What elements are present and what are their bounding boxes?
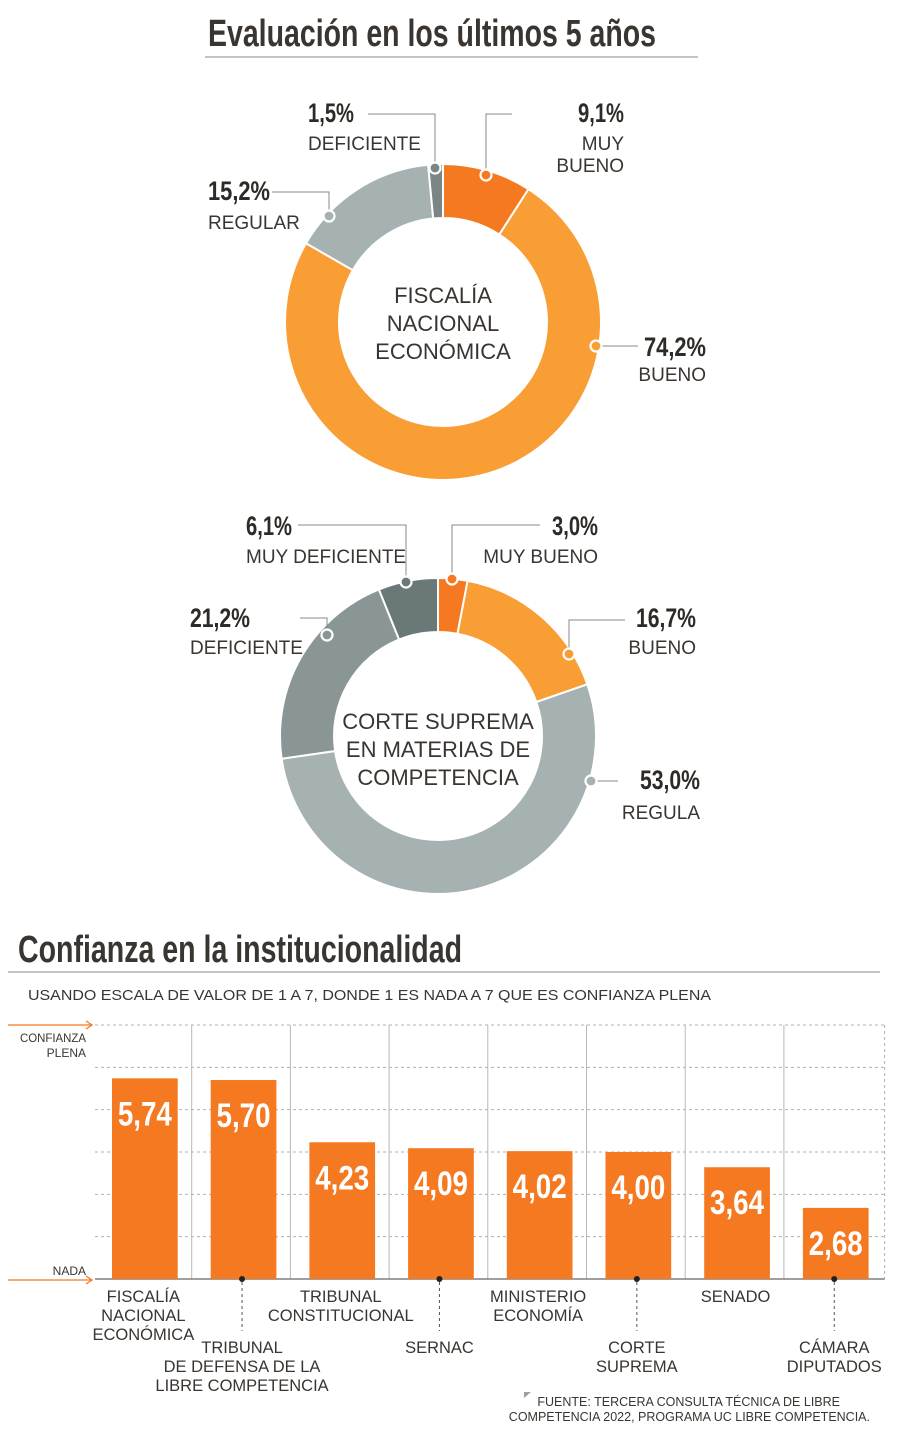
section2-subtitle: USANDO ESCALA DE VALOR DE 1 A 7, DONDE 1… xyxy=(28,987,711,1004)
donut-center-label: FISCALÍA xyxy=(394,283,492,308)
bar-category-label: ECONOMÍA xyxy=(493,1306,583,1325)
section2-title: Confianza en la institucionalidad xyxy=(18,929,462,971)
slice-value-label: 9,1% xyxy=(578,98,624,128)
bar-value-label: 2,68 xyxy=(809,1225,863,1263)
bar-value-label: 5,74 xyxy=(118,1095,172,1133)
slice-category-label: MUY DEFICIENTE xyxy=(246,547,406,568)
bar-category-label: TRIBUNAL xyxy=(201,1339,283,1357)
leader-dot xyxy=(562,647,576,661)
slice-value-label: 16,7% xyxy=(636,603,696,633)
slice-value-label: 6,1% xyxy=(246,511,292,541)
bar xyxy=(408,1148,474,1279)
y-bottom-label: NADA xyxy=(53,1264,86,1278)
leader-dot xyxy=(479,168,493,182)
slice-category-label: MUY xyxy=(582,134,625,155)
source-line-1: FUENTE: TERCERA CONSULTA TÉCNICA DE LIBR… xyxy=(537,1394,840,1409)
slice-value-label: 53,0% xyxy=(640,765,700,795)
bar xyxy=(112,1078,178,1279)
leader-line xyxy=(568,619,625,654)
bar-category-label: LIBRE COMPETENCIA xyxy=(155,1377,328,1395)
bar-category-label: MINISTERIO xyxy=(490,1288,586,1306)
bar-value-label: 4,09 xyxy=(414,1165,468,1203)
bar-category-label: TRIBUNAL xyxy=(300,1288,382,1306)
donut-slice xyxy=(284,187,602,481)
leader-dot xyxy=(445,572,459,586)
slice-category-label: BUENO xyxy=(628,638,696,659)
slice-category-label: DEFICIENTE xyxy=(190,638,303,659)
slice-value-label: 74,2% xyxy=(644,332,706,362)
leader-dot xyxy=(399,575,413,589)
bar-category-label: FISCALÍA xyxy=(107,1287,180,1306)
bar-category-label: SENADO xyxy=(701,1288,771,1306)
slice-value-label: 3,0% xyxy=(552,511,598,541)
slice-category-label: BUENO xyxy=(556,156,624,177)
leader-dot xyxy=(589,339,603,353)
bar-value-label: 4,23 xyxy=(315,1159,369,1197)
y-top-label: CONFIANZA xyxy=(20,1031,86,1045)
donut-center-label: COMPETENCIA xyxy=(357,765,519,790)
bar-category-label: CONSTITUCIONAL xyxy=(268,1307,414,1325)
section1-title: Evaluación en los últimos 5 años xyxy=(208,13,656,55)
bar-category-label: SUPREMA xyxy=(596,1358,678,1376)
bar-category-label: NACIONAL xyxy=(101,1307,185,1325)
donut-center-label: CORTE SUPREMA xyxy=(342,709,534,734)
source-corner-mark xyxy=(524,1392,531,1398)
donut-center-label: EN MATERIAS DE xyxy=(346,737,530,762)
bar-value-label: 3,64 xyxy=(710,1184,764,1222)
leader-line xyxy=(368,113,436,168)
bar-value-label: 5,70 xyxy=(217,1097,271,1135)
donut-slice xyxy=(377,576,439,641)
bar-label-marker xyxy=(436,1276,443,1282)
bar xyxy=(605,1152,672,1279)
donut-chart-fiscalia: FISCALÍANACIONALECONÓMICA9,1%MUYBUENO74,… xyxy=(208,98,706,481)
bar xyxy=(309,1142,376,1279)
slice-category-label: BUENO xyxy=(638,365,706,386)
bar-category-label: DE DEFENSA DE LA xyxy=(164,1358,321,1376)
bar-value-label: 4,00 xyxy=(611,1169,665,1207)
donut-slice xyxy=(280,683,597,895)
leader-dot xyxy=(322,209,336,223)
leader-dot xyxy=(584,774,598,788)
bar xyxy=(802,1207,869,1279)
slice-value-label: 21,2% xyxy=(190,603,250,633)
leader-line xyxy=(298,524,407,582)
bar-category-label: SERNAC xyxy=(405,1339,474,1357)
source-line-2: COMPETENCIA 2022, PROGRAMA UC LIBRE COMP… xyxy=(509,1410,870,1424)
bottom-axis-arrow-head xyxy=(85,1275,94,1285)
donut-slice xyxy=(456,579,589,704)
bar xyxy=(704,1167,770,1279)
leader-line xyxy=(272,191,330,216)
top-axis-arrow-head xyxy=(85,1020,94,1030)
leader-line xyxy=(485,113,512,175)
bar-category-label: ECONÓMICA xyxy=(92,1325,194,1344)
slice-value-label: 1,5% xyxy=(308,98,354,128)
donut-chart-corte-suprema: CORTE SUPREMA EN MATERIAS DE COMPETENCIA 3,… xyxy=(190,511,700,895)
slice-category-label: REGULA xyxy=(622,803,700,824)
slice-value-label: 15,2% xyxy=(208,176,270,206)
leader-line xyxy=(451,524,540,579)
donut-center-label: ECONÓMICA xyxy=(375,339,511,364)
bar xyxy=(210,1080,277,1279)
y-top-label: PLENA xyxy=(47,1046,86,1060)
bar-category-label: DIPUTADOS xyxy=(787,1358,882,1376)
slice-category-label: REGULAR xyxy=(208,213,300,234)
bar-category-label: CORTE xyxy=(608,1339,665,1357)
bar xyxy=(506,1151,573,1279)
bar-label-marker xyxy=(831,1276,838,1282)
bar-label-marker xyxy=(633,1276,640,1282)
donut-center-label: NACIONAL xyxy=(387,311,499,336)
slice-category-label: DEFICIENTE xyxy=(308,134,421,155)
slice-category-label: MUY BUENO xyxy=(483,547,598,568)
bar-category-label: CÁMARA xyxy=(799,1338,870,1357)
bar-label-marker xyxy=(239,1276,246,1282)
leader-dot xyxy=(428,161,442,175)
bar-value-label: 4,02 xyxy=(513,1168,567,1206)
bar-chart-confianza: CONFIANZAPLENANADA5,74FISCALÍANACIONALEC… xyxy=(8,1020,886,1395)
leader-dot xyxy=(320,628,334,642)
